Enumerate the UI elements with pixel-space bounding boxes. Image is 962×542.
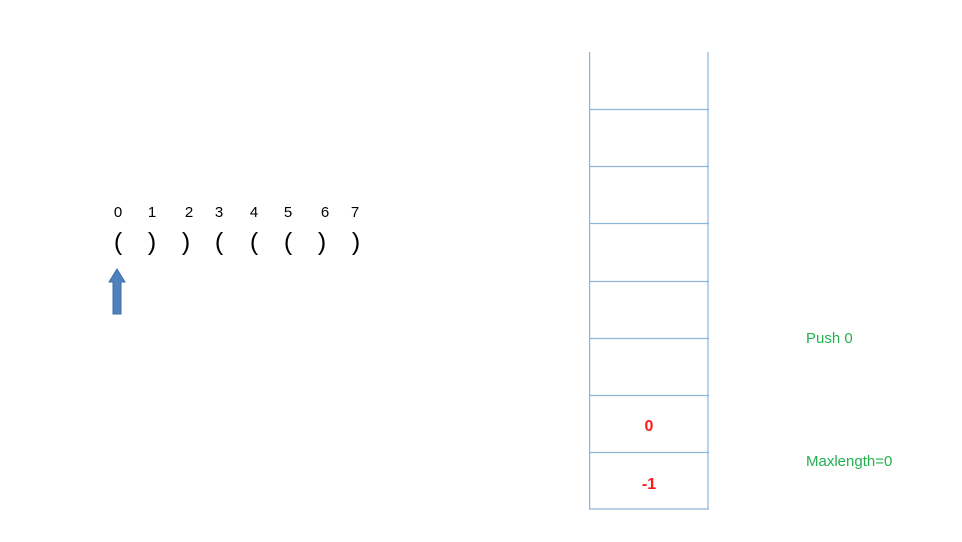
bracket-char: ( bbox=[283, 228, 293, 256]
stack-diagram bbox=[589, 52, 709, 510]
bracket-char: ) bbox=[147, 228, 157, 256]
index-label: 7 bbox=[350, 204, 360, 221]
index-label: 2 bbox=[184, 204, 194, 221]
index-label: 5 bbox=[283, 204, 293, 221]
action-note: Push 0 bbox=[806, 330, 853, 347]
maxlength-note: Maxlength=0 bbox=[806, 453, 893, 470]
index-label: 0 bbox=[113, 204, 123, 221]
bracket-char: ) bbox=[351, 228, 361, 256]
stack-value-bottom: -1 bbox=[641, 476, 657, 493]
index-label: 3 bbox=[214, 204, 224, 221]
index-label: 4 bbox=[249, 204, 259, 221]
bracket-char: ) bbox=[181, 228, 191, 256]
bracket-char: ( bbox=[249, 228, 259, 256]
bracket-char: ( bbox=[113, 228, 123, 256]
pointer-arrow-icon bbox=[108, 268, 126, 315]
bracket-char: ) bbox=[317, 228, 327, 256]
index-label: 1 bbox=[147, 204, 157, 221]
stack-value-top: 0 bbox=[644, 418, 654, 435]
index-label: 6 bbox=[320, 204, 330, 221]
bracket-char: ( bbox=[214, 228, 224, 256]
